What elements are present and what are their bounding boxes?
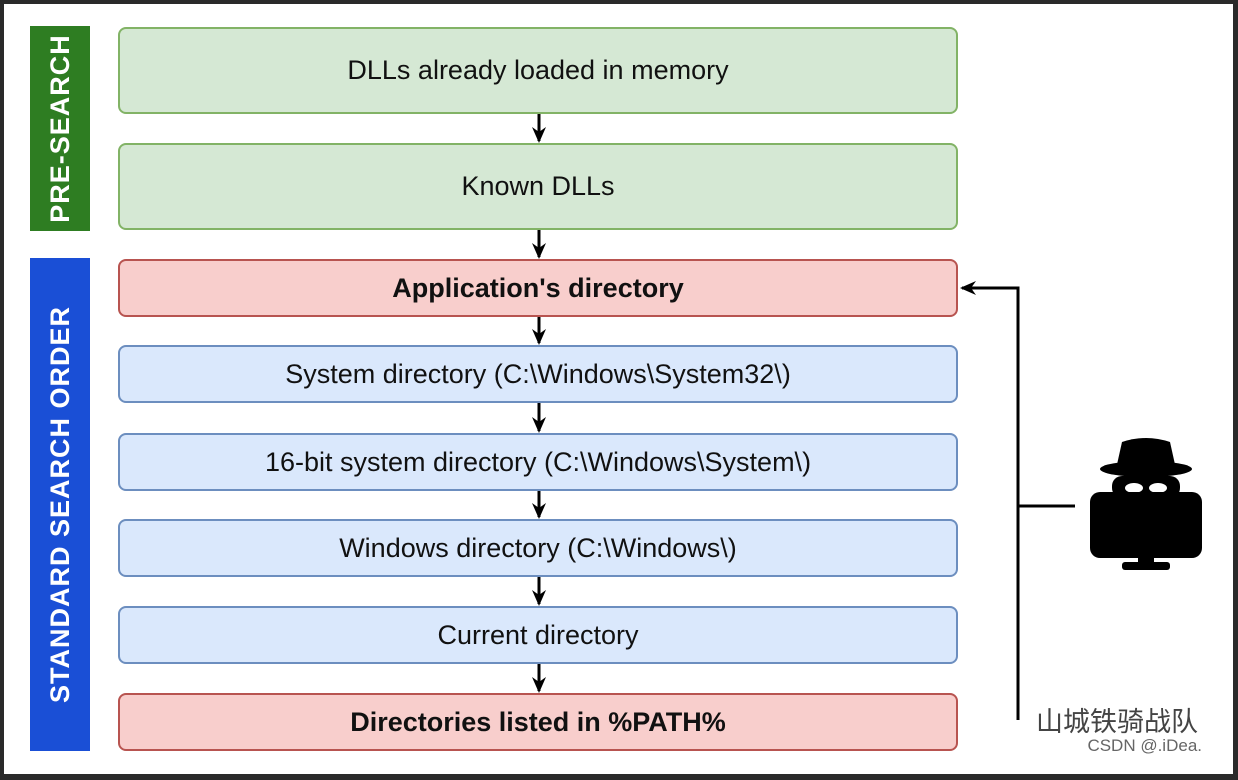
box-path-directories: Directories listed in %PATH% bbox=[118, 693, 958, 751]
box-label: Current directory bbox=[437, 619, 639, 650]
box-application-directory: Application's directory bbox=[118, 259, 958, 317]
attacker-arrow bbox=[960, 281, 1075, 508]
box-label: System directory (C:\Windows\System32\) bbox=[285, 358, 791, 389]
pre-search-bar: PRE-SEARCH bbox=[30, 26, 90, 231]
box-known-dlls: Known DLLs bbox=[118, 143, 958, 230]
standard-search-bar: STANDARD SEARCH ORDER bbox=[30, 258, 90, 751]
box-16bit-system-directory: 16-bit system directory (C:\Windows\Syst… bbox=[118, 433, 958, 491]
box-label: Application's directory bbox=[392, 272, 684, 303]
watermark-source: CSDN @.iDea. bbox=[1087, 736, 1202, 755]
box-label: Windows directory (C:\Windows\) bbox=[339, 532, 737, 563]
hacker-icon bbox=[1090, 438, 1202, 570]
box-loaded-in-memory: DLLs already loaded in memory bbox=[118, 27, 958, 114]
box-current-directory: Current directory bbox=[118, 606, 958, 664]
box-label: 16-bit system directory (C:\Windows\Syst… bbox=[264, 446, 812, 477]
box-label: DLLs already loaded in memory bbox=[347, 55, 729, 85]
box-label: Directories listed in %PATH% bbox=[350, 706, 726, 737]
box-label: Known DLLs bbox=[461, 171, 615, 201]
box-system-directory: System directory (C:\Windows\System32\) bbox=[118, 345, 958, 403]
watermark-text: 山城铁骑战队 bbox=[1036, 707, 1198, 737]
box-windows-directory: Windows directory (C:\Windows\) bbox=[118, 519, 958, 577]
